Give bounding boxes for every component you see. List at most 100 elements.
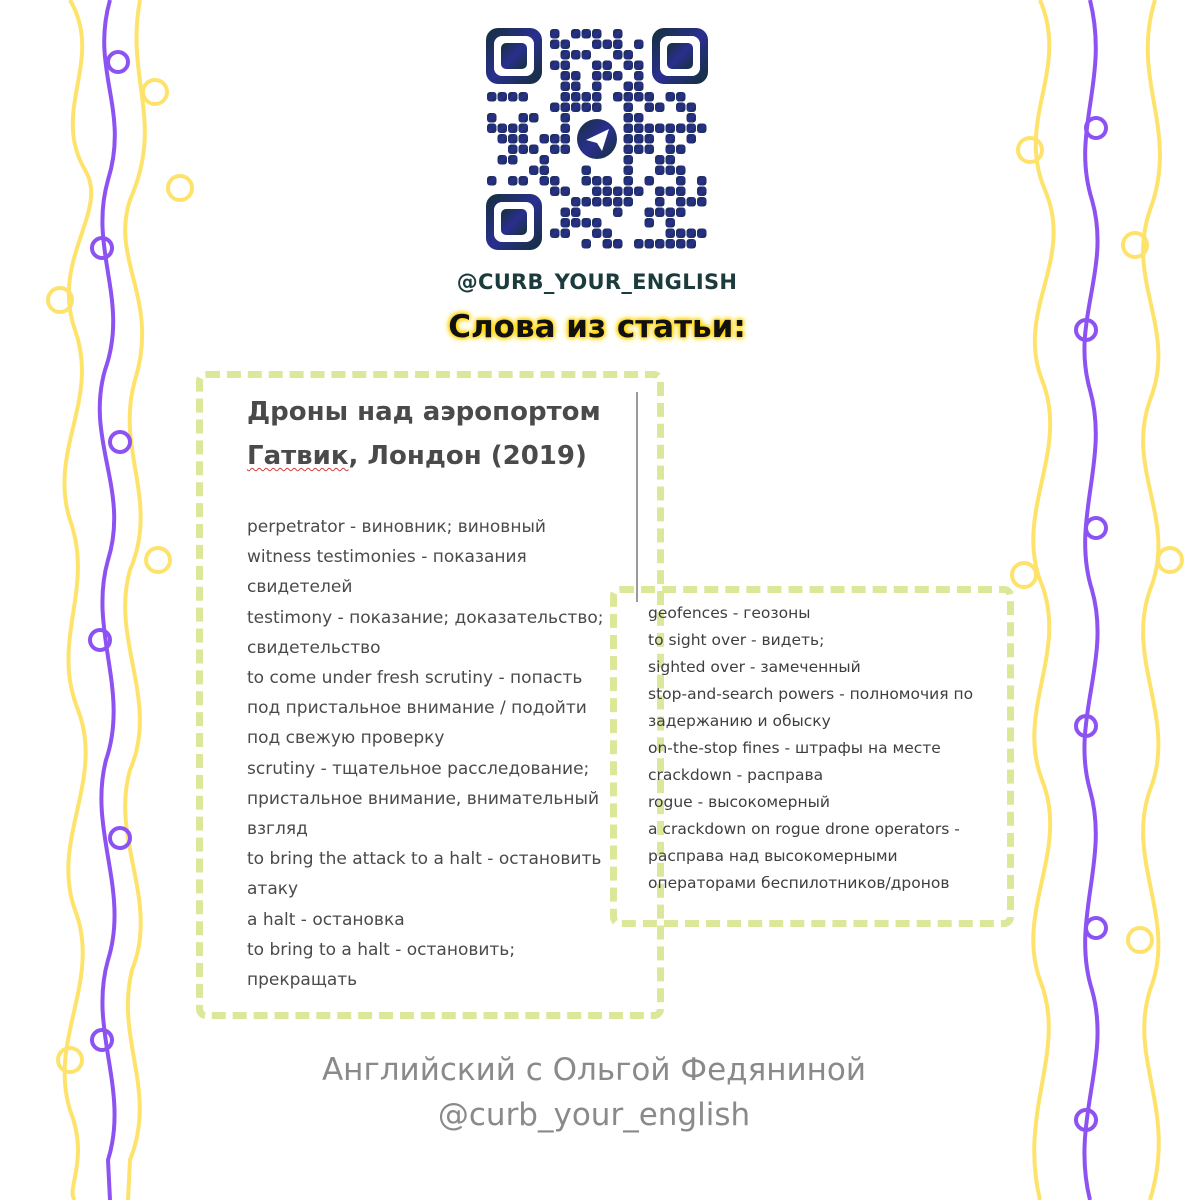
- qr-module: [560, 92, 570, 102]
- qr-module: [592, 39, 602, 49]
- qr-module: [613, 186, 623, 196]
- qr-module: [497, 155, 507, 165]
- qr-module: [571, 92, 581, 102]
- qr-module: [623, 102, 633, 112]
- qr-module: [560, 207, 570, 217]
- qr-module: [644, 123, 654, 133]
- qr-module: [613, 71, 623, 81]
- qr-module: [581, 92, 591, 102]
- qr-module: [529, 113, 539, 123]
- qr-module: [592, 71, 602, 81]
- qr-module: [592, 102, 602, 112]
- qr-module: [676, 165, 686, 175]
- qr-module: [560, 144, 570, 154]
- qr-module: [665, 228, 675, 238]
- qr-module: [497, 92, 507, 102]
- qr-module: [623, 92, 633, 102]
- qr-module: [529, 165, 539, 175]
- qr-module: [655, 207, 665, 217]
- qr-module: [644, 239, 654, 249]
- qr-module: [602, 197, 612, 207]
- qr-module: [634, 123, 644, 133]
- list-item: to come under fresh scrutiny - попасть п…: [247, 668, 587, 749]
- qr-module: [571, 50, 581, 60]
- vocab-list-left: perpetrator - виновник; виновный witness…: [247, 512, 617, 995]
- section-heading: Слова из статьи:: [448, 309, 746, 345]
- qr-module: [508, 176, 518, 186]
- qr-module: [560, 186, 570, 196]
- qr-module: [487, 123, 497, 133]
- qr-module: [634, 71, 644, 81]
- qr-module: [539, 134, 549, 144]
- qr-module: [665, 134, 675, 144]
- qr-module: [508, 123, 518, 133]
- qr-module: [623, 60, 633, 70]
- qr-module: [550, 39, 560, 49]
- card-title-rest: , Лондон (2019): [348, 441, 587, 471]
- qr-module: [686, 113, 696, 123]
- card-title-line1: Дроны над аэропортом: [247, 397, 601, 427]
- qr-module: [623, 134, 633, 144]
- qr-module: [581, 165, 591, 175]
- qr-module: [518, 113, 528, 123]
- qr-module: [644, 207, 654, 217]
- qr-module: [676, 144, 686, 154]
- qr-module: [560, 228, 570, 238]
- list-item: crackdown - расправа: [648, 766, 824, 784]
- qr-module: [571, 207, 581, 217]
- qr-module: [550, 176, 560, 186]
- qr-module: [602, 60, 612, 70]
- qr-module: [497, 134, 507, 144]
- qr-module: [560, 60, 570, 70]
- qr-module: [623, 123, 633, 133]
- qr-module: [560, 102, 570, 112]
- qr-module: [665, 186, 675, 196]
- qr-module: [623, 186, 633, 196]
- qr-module: [592, 60, 602, 70]
- qr-module: [592, 228, 602, 238]
- list-item: sighted over - замеченный: [648, 658, 861, 676]
- qr-code: [486, 28, 708, 250]
- qr-module: [644, 92, 654, 102]
- qr-module: [518, 123, 528, 133]
- qr-module: [655, 197, 665, 207]
- qr-module: [655, 165, 665, 175]
- qr-module: [665, 207, 675, 217]
- qr-module: [697, 197, 707, 207]
- qr-module: [602, 228, 612, 238]
- qr-module: [592, 218, 602, 228]
- qr-module: [518, 134, 528, 144]
- qr-module: [560, 134, 570, 144]
- qr-module: [550, 134, 560, 144]
- qr-module: [613, 239, 623, 249]
- qr-module: [602, 186, 612, 196]
- qr-module: [571, 81, 581, 91]
- qr-module: [550, 186, 560, 196]
- qr-module: [581, 197, 591, 207]
- qr-module: [550, 60, 560, 70]
- qr-module: [655, 123, 665, 133]
- qr-module: [686, 239, 696, 249]
- qr-module: [560, 71, 570, 81]
- qr-module: [518, 92, 528, 102]
- qr-module: [602, 239, 612, 249]
- qr-module: [550, 102, 560, 112]
- vocab-card-left: [196, 371, 664, 1019]
- qr-module: [644, 102, 654, 112]
- qr-module: [655, 239, 665, 249]
- qr-module: [592, 29, 602, 39]
- qr-module: [539, 155, 549, 165]
- qr-module: [697, 176, 707, 186]
- qr-module: [560, 81, 570, 91]
- qr-module: [634, 60, 644, 70]
- qr-module: [518, 176, 528, 186]
- qr-module: [634, 186, 644, 196]
- qr-module: [581, 176, 591, 186]
- qr-module: [623, 165, 633, 175]
- qr-module: [613, 29, 623, 39]
- qr-module: [539, 165, 549, 175]
- qr-module: [655, 186, 665, 196]
- qr-module: [644, 144, 654, 154]
- qr-module: [508, 134, 518, 144]
- qr-module: [644, 134, 654, 144]
